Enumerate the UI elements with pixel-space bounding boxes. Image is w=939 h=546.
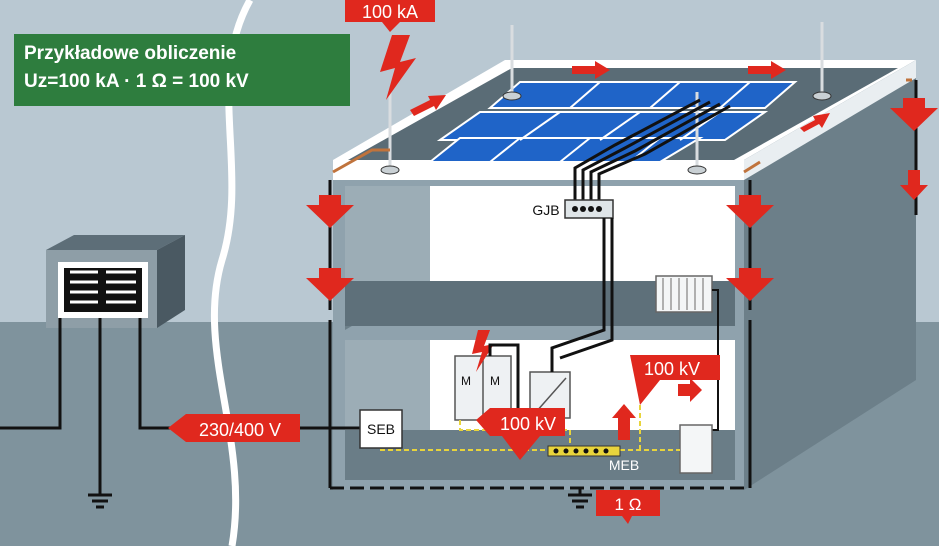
strike-label: 100 kA [362,2,418,22]
lightning-bolt [380,35,416,100]
radiator [655,275,713,313]
gjb-busbar [564,199,614,219]
callout-grid [168,414,300,442]
house-wiring [330,218,745,509]
seb-label: SEB [367,421,395,437]
lightning-bolt-small [472,330,494,372]
meter2-label: M [490,374,500,388]
meb-busbar [547,445,621,457]
callout-potential-right [630,355,720,405]
mast-bases [380,91,832,175]
transformer [46,235,185,328]
callout-strike [345,0,435,32]
down-conductors [332,78,912,174]
boiler [679,424,713,474]
calc-formula: Uz=100 kA · 1 Ω = 100 kV [24,71,249,92]
current-arrows [306,61,938,440]
potential-right-label: 100 kV [644,359,700,379]
meb-label: MEB [609,457,639,473]
calculation-box: Przykładowe obliczenie Uz=100 kA · 1 Ω =… [14,34,350,106]
air-terminals [388,22,824,170]
roof-wiring [328,80,918,488]
meter1-label: M [461,374,471,388]
earth-resistance-label: 1 Ω [615,495,642,514]
house [333,60,916,490]
potential-left-label: 100 kV [500,414,556,434]
seb-box [359,409,403,449]
callout-earth [596,490,660,524]
grid-voltage-label: 230/400 V [199,420,281,440]
gjb-label: GJB [532,202,559,218]
calc-title: Przykładowe obliczenie [24,43,237,64]
callout-potential-left [476,408,565,460]
